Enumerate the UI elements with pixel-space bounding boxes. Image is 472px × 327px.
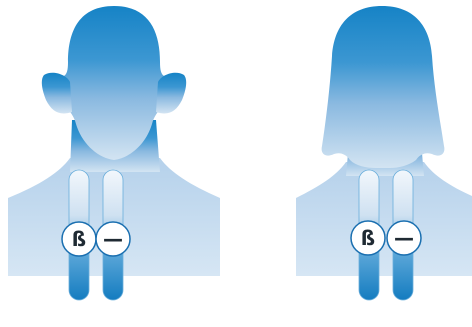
male-marker-minus-label: — bbox=[103, 227, 123, 251]
female-marker-minus-label: — bbox=[394, 226, 414, 250]
female-marker-beta: ß bbox=[351, 221, 385, 255]
male-left-ear bbox=[42, 73, 72, 114]
male-marker-beta-label: ß bbox=[72, 227, 86, 251]
female-figure: ß — bbox=[296, 6, 472, 300]
male-figure: ß — bbox=[8, 6, 220, 300]
female-head bbox=[322, 6, 445, 168]
female-marker-beta-label: ß bbox=[361, 226, 375, 250]
female-marker-minus: — bbox=[387, 221, 421, 255]
male-marker-minus: — bbox=[96, 222, 130, 256]
male-right-ear bbox=[156, 73, 186, 114]
male-marker-beta: ß bbox=[62, 222, 96, 256]
female-shoulders bbox=[296, 162, 472, 276]
